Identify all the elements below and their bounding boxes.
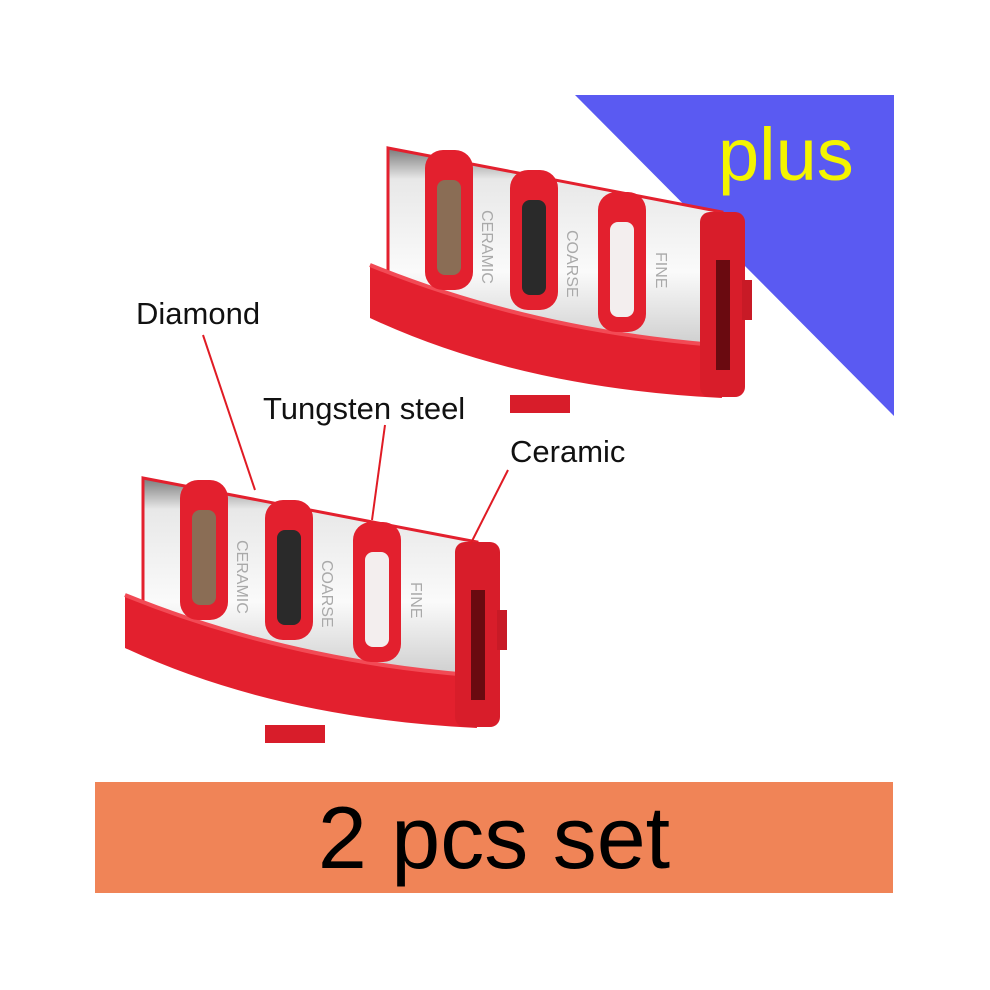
leader-line-diamond <box>202 334 256 491</box>
marking-coarse: COARSE <box>318 560 335 628</box>
set-banner: 2 pcs set <box>95 782 893 893</box>
set-banner-text: 2 pcs set <box>317 787 671 887</box>
sharpener-bottom: CERAMIC COARSE FINE <box>124 476 507 743</box>
leader-line-tungsten <box>371 424 386 521</box>
marking-fine: FINE <box>407 582 424 618</box>
callout-ceramic: Ceramic <box>510 434 626 469</box>
callout-tungsten-steel: Tungsten steel <box>263 391 466 426</box>
marking-ceramic: CERAMIC <box>233 540 250 614</box>
callout-diamond: Diamond <box>136 296 261 331</box>
marking-ceramic: CERAMIC <box>478 210 495 284</box>
sharpener-top: CERAMIC COARSE FINE <box>369 146 752 413</box>
leader-line-ceramic <box>469 469 509 546</box>
plus-badge-text: plus <box>718 113 854 196</box>
marking-fine: FINE <box>652 252 669 288</box>
marking-coarse: COARSE <box>563 230 580 298</box>
